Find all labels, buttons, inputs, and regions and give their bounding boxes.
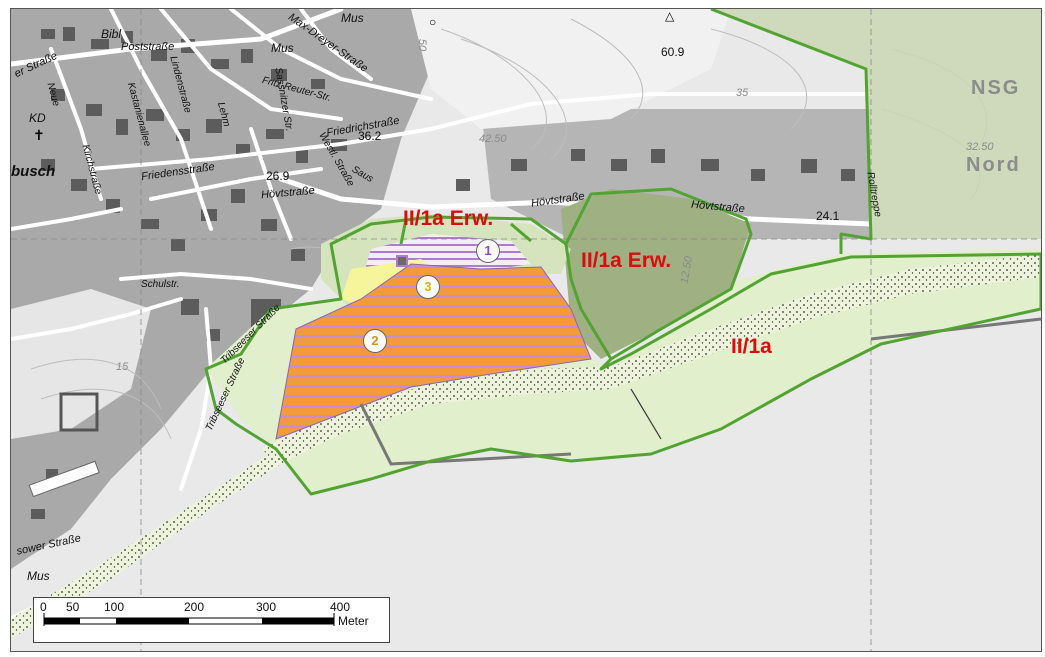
marker-1[interactable]: 1 (476, 239, 500, 263)
scale-tick-400: 400 (330, 600, 351, 614)
poi-museum-1: Mus (341, 11, 364, 25)
zone-main-border (204, 215, 1041, 496)
elevation-26-9: 26.9 (266, 169, 290, 183)
thin-line (630, 388, 662, 440)
scale-tick-300: 300 (256, 600, 277, 614)
poi-kd: KD (29, 111, 46, 125)
light-patch-north (411, 9, 731, 129)
dotted-road (11, 449, 281, 639)
peak-icon: △ (665, 9, 675, 23)
zone-north-inner (399, 218, 532, 245)
light-patch-west (11, 289, 151, 439)
nsg-area (711, 9, 1041, 239)
map-feature-bar (28, 460, 100, 498)
map-feature-square (59, 392, 99, 432)
zone-label-erw-north: II/1a Erw. (403, 207, 494, 230)
marker-3[interactable]: 3 (416, 275, 440, 299)
area-2 (275, 263, 592, 440)
street-schul: Schulstr. (141, 279, 180, 290)
zone-erw-east-fill (561, 189, 751, 359)
scale-tick-100: 100 (104, 600, 125, 614)
grid-lines (11, 9, 1041, 651)
buildings (31, 27, 855, 519)
elevation-60-9: 60.9 (661, 45, 685, 59)
marker-2[interactable]: 2 (363, 329, 387, 353)
contour-label-50: 50 (416, 38, 429, 52)
nsg-border (710, 9, 873, 254)
contour-label-32-50: 32.50 (966, 141, 994, 153)
zone-borders (204, 9, 1041, 496)
scale-tick-50: 50 (66, 600, 80, 614)
scale-bar-graphic (43, 613, 335, 626)
elevation-24-1: 24.1 (816, 209, 840, 223)
nsg-label: NSG (971, 77, 1021, 99)
streets (11, 9, 874, 622)
contour-label-15: 15 (116, 361, 129, 373)
poi-museum-2: Mus (271, 41, 294, 55)
scale-bar: 0 50 100 200 300 400 Meter (33, 597, 390, 643)
scale-tick-200: 200 (184, 600, 205, 614)
zone-label-main: II/1a (731, 335, 772, 358)
poi-museum-3: Mus (27, 569, 50, 583)
street-post: Poststraße (121, 41, 175, 53)
scale-unit: Meter (338, 614, 369, 628)
zone-erw-east-border (564, 187, 753, 361)
map-frame[interactable]: II/1a Erw. II/1a Erw. II/1a NSG Nord 1 2… (10, 8, 1042, 652)
contour-label-42-50: 42.50 (479, 133, 507, 145)
contour-label-35: 35 (736, 87, 749, 99)
scale-tick-0: 0 (40, 600, 47, 614)
elevation-36-2: 36.2 (358, 129, 382, 143)
building-square (396, 255, 408, 267)
place-label-busch: busch (11, 163, 56, 180)
church-icon: ✝ (33, 127, 45, 143)
museum-icon: ○ (429, 15, 437, 29)
zone-label-erw-east: II/1a Erw. (581, 249, 672, 272)
map-canvas[interactable] (11, 9, 1041, 651)
poi-library: Bibl (101, 27, 122, 41)
nsg-label-nord: Nord (966, 154, 1021, 176)
dotted-band (261, 254, 1041, 464)
